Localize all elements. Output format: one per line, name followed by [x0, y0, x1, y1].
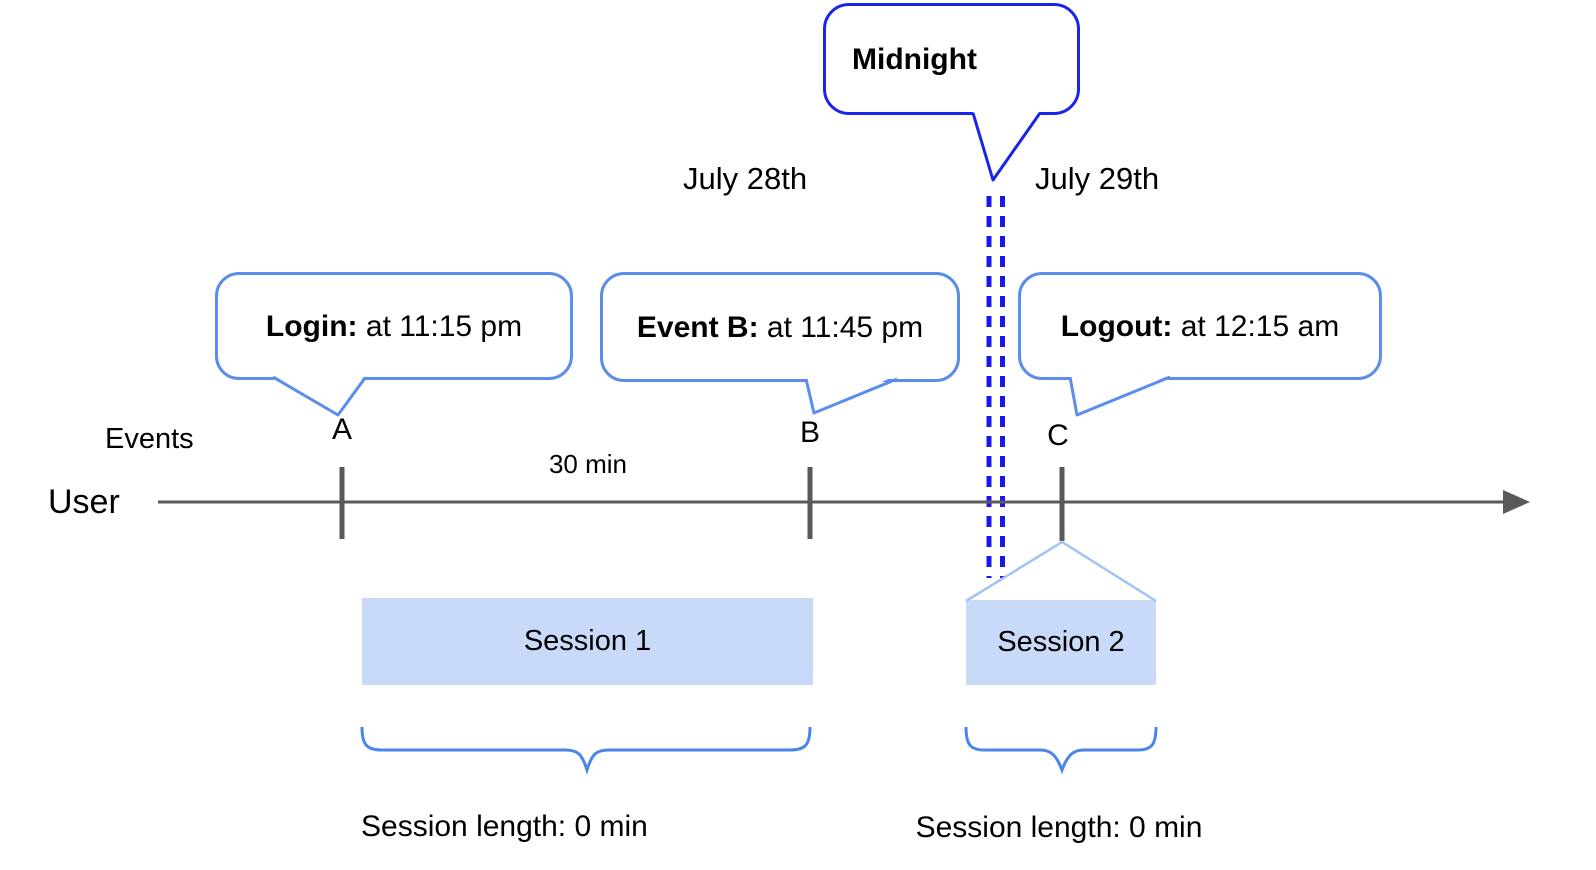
session-1-brace — [360, 726, 812, 776]
logout-callout-bold: Logout: — [1060, 309, 1173, 343]
midnight-callout-tail — [973, 111, 1040, 180]
session-1-box: Session 1 — [362, 598, 813, 685]
login-callout-tail — [273, 375, 365, 415]
event-marker-b: B — [799, 416, 820, 449]
user-row-label: User — [48, 483, 120, 521]
session-1-length-label: Session length: 0 min — [361, 810, 648, 843]
interval-label: 30 min — [548, 449, 628, 479]
event-marker-a: A — [331, 413, 352, 446]
session-2-length-label: Session length: 0 min — [915, 811, 1203, 844]
midnight-callout-tail-outline — [971, 112, 1042, 182]
logout-callout-time: at 12:15 am — [1172, 309, 1340, 343]
logout-callout: Logout: at 12:15 am — [1018, 272, 1382, 380]
login-callout-bold: Login: — [265, 309, 358, 343]
event-b-callout-tail-outline — [804, 377, 898, 415]
midnight-callout: Midnight — [823, 3, 1080, 115]
logout-callout-tail — [1070, 375, 1170, 415]
event-b-callout-time: at 11:45 pm — [758, 310, 924, 344]
login-callout-text: Login: at 11:15 pm — [266, 310, 522, 343]
session-2-box: Session 2 — [966, 600, 1156, 685]
login-callout-tail-outline — [272, 375, 367, 417]
session-2-connector — [965, 540, 1157, 603]
date-label-july-28: July 28th — [683, 161, 808, 196]
midnight-callout-label: Midnight — [852, 42, 977, 76]
session-1-label: Session 1 — [523, 625, 652, 657]
event-b-callout-bold: Event B: — [636, 310, 759, 344]
event-b-callout-text: Event B: at 11:45 pm — [637, 311, 923, 344]
logout-callout-tail-outline — [1068, 375, 1171, 417]
logout-callout-text: Logout: at 12:15 am — [1061, 310, 1339, 343]
session-2-brace — [964, 726, 1158, 775]
event-b-callout: Event B: at 11:45 pm — [600, 272, 960, 382]
session-2-label: Session 2 — [997, 626, 1125, 658]
login-callout-time: at 11:15 pm — [357, 309, 523, 343]
events-row-label: Events — [105, 423, 194, 455]
timeline-arrowhead — [1503, 490, 1530, 514]
event-marker-c: C — [1047, 419, 1069, 452]
login-callout: Login: at 11:15 pm — [215, 272, 573, 380]
date-label-july-29: July 29th — [1035, 161, 1160, 196]
